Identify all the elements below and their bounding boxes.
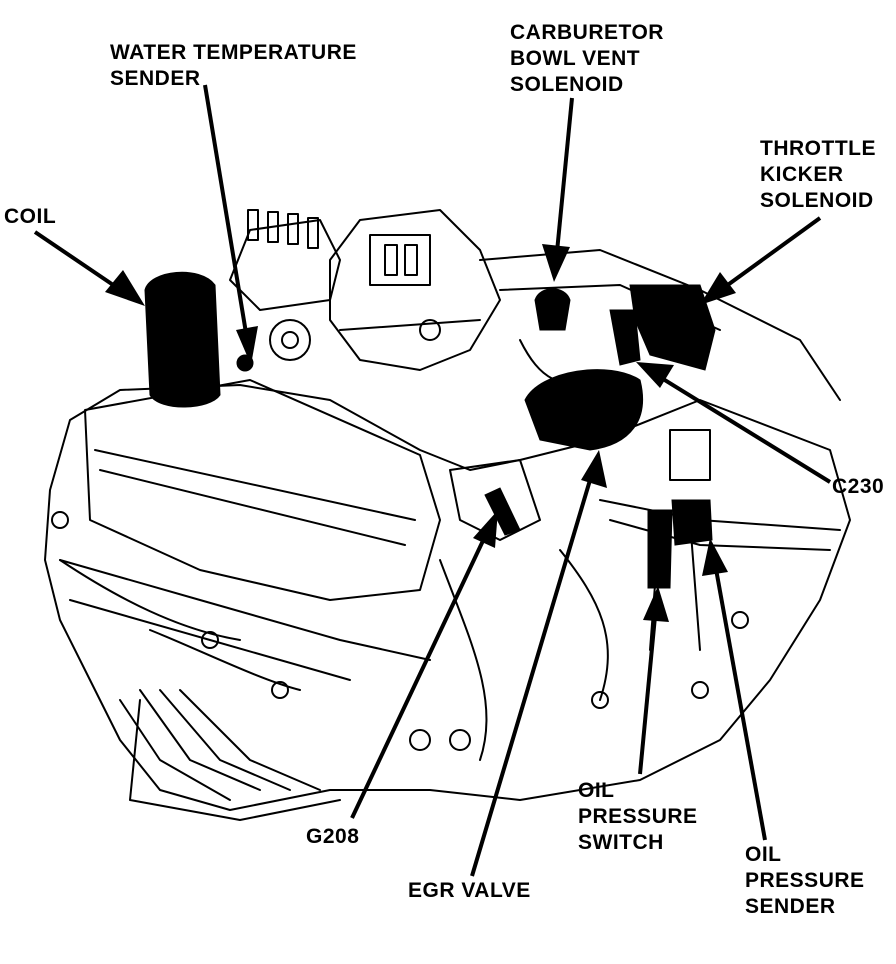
c230-connector-body	[609, 309, 641, 366]
throttle-kicker-arrowhead	[700, 272, 736, 305]
label-egr-valve: EGR VALVE	[408, 879, 531, 902]
throttle-kicker-body	[629, 284, 716, 371]
c230-arrowhead	[636, 362, 674, 388]
label-coil: COIL	[4, 205, 57, 228]
label-throttle-kicker-solenoid: THROTTLE KICKER SOLENOID	[760, 137, 876, 212]
egr-valve-arrowhead	[581, 450, 607, 488]
carburetor	[329, 209, 501, 371]
oil-switch-arrowhead	[643, 586, 669, 622]
label-oil-pressure-switch: OIL PRESSURE SWITCH	[578, 779, 698, 854]
water-temp-leader	[203, 84, 250, 346]
carb-vent-solenoid-body	[534, 288, 571, 331]
label-water-temperature-sender: WATER TEMPERATURE SENDER	[110, 41, 357, 90]
oil-sender-arrowhead	[702, 538, 728, 576]
left-valve-cover	[84, 379, 441, 601]
c230-leader	[653, 372, 832, 484]
oil-sender-body	[671, 499, 713, 546]
label-oil-pressure-sender: OIL PRESSURE SENDER	[745, 843, 865, 918]
label-carburetor-bowl-vent-solenoid: CARBURETOR BOWL VENT SOLENOID	[510, 21, 664, 96]
egr-valve-leader	[470, 469, 595, 877]
throttle-kicker-leader	[716, 216, 822, 294]
carb-vent-leader	[554, 97, 574, 263]
engine-block-outline	[44, 384, 851, 811]
g208-leader	[350, 527, 491, 819]
distributor	[229, 219, 341, 311]
oil-sender-leader	[712, 557, 767, 841]
water-temp-arrowhead	[236, 326, 258, 365]
egr-valve-body	[524, 369, 644, 451]
label-g208: G208	[306, 825, 360, 848]
g208-arrowhead	[473, 510, 498, 548]
g208-ground	[484, 487, 521, 536]
oil-switch-body	[647, 509, 673, 589]
coil-body	[144, 271, 221, 408]
label-c230: C230	[832, 475, 885, 498]
coil-arrowhead	[105, 270, 145, 306]
oil-switch-leader	[638, 605, 658, 775]
carb-vent-arrowhead	[542, 244, 570, 282]
